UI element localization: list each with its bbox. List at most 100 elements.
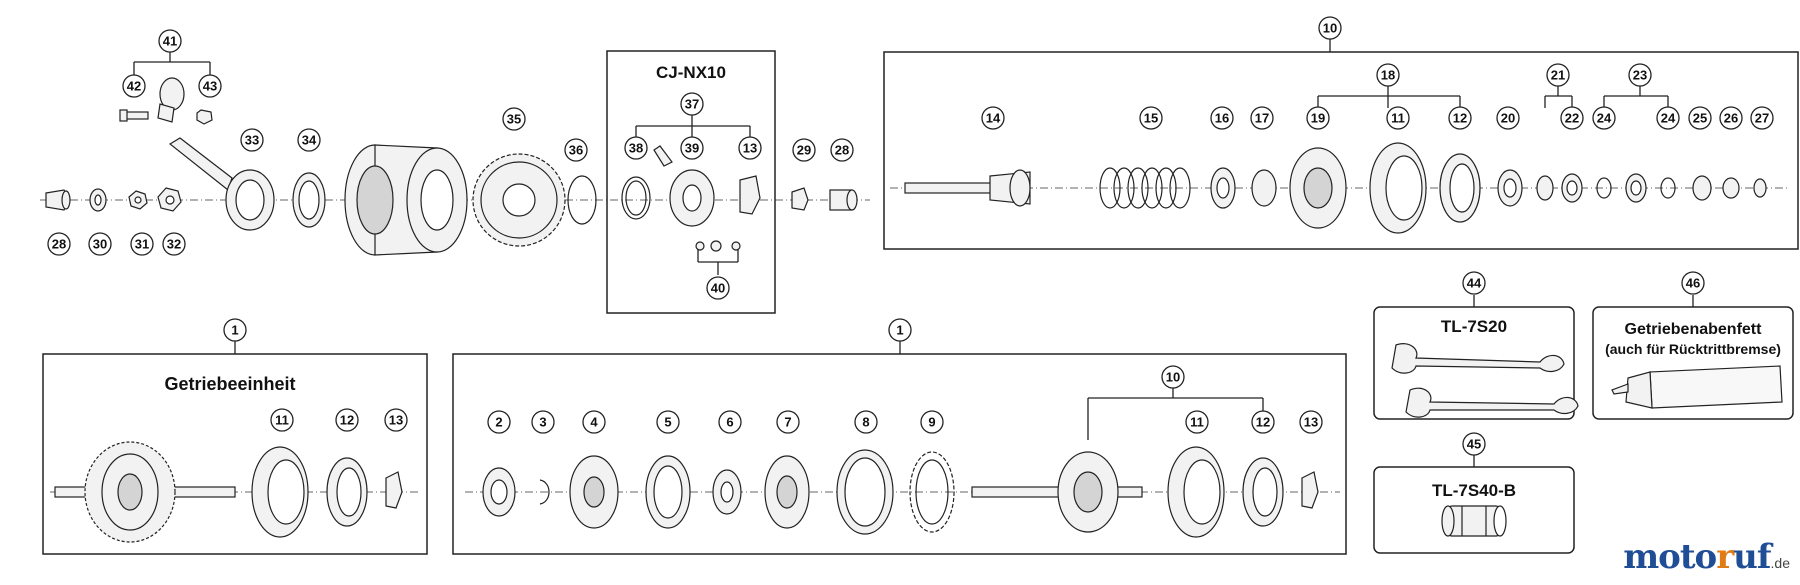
clip-part <box>539 479 550 505</box>
callout-number: 46 <box>1686 276 1700 291</box>
callout-number: 45 <box>1467 437 1481 452</box>
callout-c28b: 28 <box>830 138 854 162</box>
callout-c25: 25 <box>1688 106 1712 130</box>
callout-c32: 32 <box>162 232 186 256</box>
clamp-bolt-part <box>125 111 149 120</box>
callout-c14: 14 <box>981 106 1005 130</box>
cassette-joint-arm-part <box>168 137 233 192</box>
callout-number: 30 <box>93 237 107 252</box>
callout-number: 12 <box>1453 111 1467 126</box>
callout-circle <box>130 232 154 256</box>
callout-number: 31 <box>135 237 149 252</box>
callout-number: 43 <box>203 79 217 94</box>
callout-circle <box>1299 410 1323 434</box>
callout-circle <box>487 410 511 434</box>
callout-c24b: 24 <box>1656 106 1680 130</box>
callout-c37: 37 <box>680 92 704 116</box>
callout-circle <box>680 136 704 160</box>
callout-number: 44 <box>1467 276 1482 291</box>
callout-c12b: 12 <box>335 408 359 432</box>
cj-nx10-title: CJ-NX10 <box>656 63 726 82</box>
cj-nx10-box <box>606 50 776 314</box>
callout-c45: 45 <box>1462 432 1486 456</box>
callout-number: 14 <box>986 111 1001 126</box>
cj-bracket-part <box>739 175 761 215</box>
callout-number: 28 <box>52 237 66 252</box>
callout-number: 35 <box>507 112 521 127</box>
callout-circle <box>1560 106 1584 130</box>
callout-circle <box>1628 63 1652 87</box>
callout-circle <box>920 410 944 434</box>
callout-circle <box>656 410 680 434</box>
callout-circle <box>680 92 704 116</box>
callout-circle <box>582 410 606 434</box>
callout-c36: 36 <box>564 138 588 162</box>
callout-number: 26 <box>1724 111 1738 126</box>
callout-circle <box>162 232 186 256</box>
clutch-part <box>1251 169 1277 207</box>
callout-number: 41 <box>163 34 177 49</box>
grease-bottle-part <box>1611 365 1783 409</box>
callout-circle <box>1376 63 1400 87</box>
callout-c11c: 11 <box>1185 410 1209 434</box>
cone-wrench-b-part <box>1405 387 1579 418</box>
callout-c31: 31 <box>130 232 154 256</box>
callout-circle <box>502 107 526 131</box>
brand-part-1: moto <box>1623 537 1717 577</box>
callout-circle <box>122 74 146 98</box>
callout-number: 25 <box>1693 111 1707 126</box>
callout-c7: 7 <box>776 410 800 434</box>
callout-number: 3 <box>539 415 546 430</box>
callout-number: 13 <box>743 141 757 156</box>
callout-circle <box>792 138 816 162</box>
callout-number: 15 <box>1144 111 1158 126</box>
callout-number: 18 <box>1381 68 1395 83</box>
callout-c11a: 11 <box>1386 106 1410 130</box>
callout-number: 23 <box>1633 68 1647 83</box>
callout-c17: 17 <box>1250 106 1274 130</box>
callout-c10b: 10 <box>1161 365 1185 389</box>
callout-c19: 19 <box>1306 106 1330 130</box>
callout-circle <box>1496 106 1520 130</box>
callout-number: 10 <box>1166 370 1180 385</box>
callout-circle <box>531 410 555 434</box>
callout-c28a: 28 <box>47 232 71 256</box>
callout-number: 24 <box>1597 111 1612 126</box>
unit-bracket-part <box>385 471 403 509</box>
callout-c2: 2 <box>487 410 511 434</box>
gear-unit-title: Getriebeeinheit <box>164 374 295 394</box>
callout-circle <box>198 74 222 98</box>
callout-c26: 26 <box>1719 106 1743 130</box>
tl7s20-title: TL-7S20 <box>1441 317 1507 336</box>
callout-number: 19 <box>1311 111 1325 126</box>
callout-circle <box>1161 365 1185 389</box>
callout-circle <box>335 408 359 432</box>
callout-number: 33 <box>245 133 259 148</box>
grease-subtitle: (auch für Rücktrittbremse) <box>1605 341 1781 357</box>
callout-c12a: 12 <box>1448 106 1472 130</box>
callout-number: 29 <box>797 143 811 158</box>
unit-bracket-b-part <box>1301 471 1319 509</box>
callout-circle <box>981 106 1005 130</box>
callout-circle <box>1462 271 1486 295</box>
callout-circle <box>1318 16 1342 40</box>
brand-domain: .de <box>1770 555 1790 571</box>
callout-number: 1 <box>231 323 238 338</box>
cone-wrench-a-part <box>1391 343 1565 374</box>
callout-c29: 29 <box>792 138 816 162</box>
callout-c43: 43 <box>198 74 222 98</box>
callout-circle <box>297 128 321 152</box>
callout-circle <box>1306 106 1330 130</box>
callout-number: 6 <box>726 415 733 430</box>
callout-c44: 44 <box>1462 271 1486 295</box>
end-washer-part <box>1753 178 1767 198</box>
callout-number: 22 <box>1565 111 1579 126</box>
spring-part <box>1099 167 1191 209</box>
callout-number: 24 <box>1661 111 1676 126</box>
callout-circle <box>776 410 800 434</box>
callout-c30: 30 <box>88 232 112 256</box>
motoruf-logo: motoruf.de <box>1623 537 1790 577</box>
callout-number: 20 <box>1501 111 1515 126</box>
internal-parts-box <box>883 51 1799 250</box>
callout-number: 5 <box>664 415 671 430</box>
